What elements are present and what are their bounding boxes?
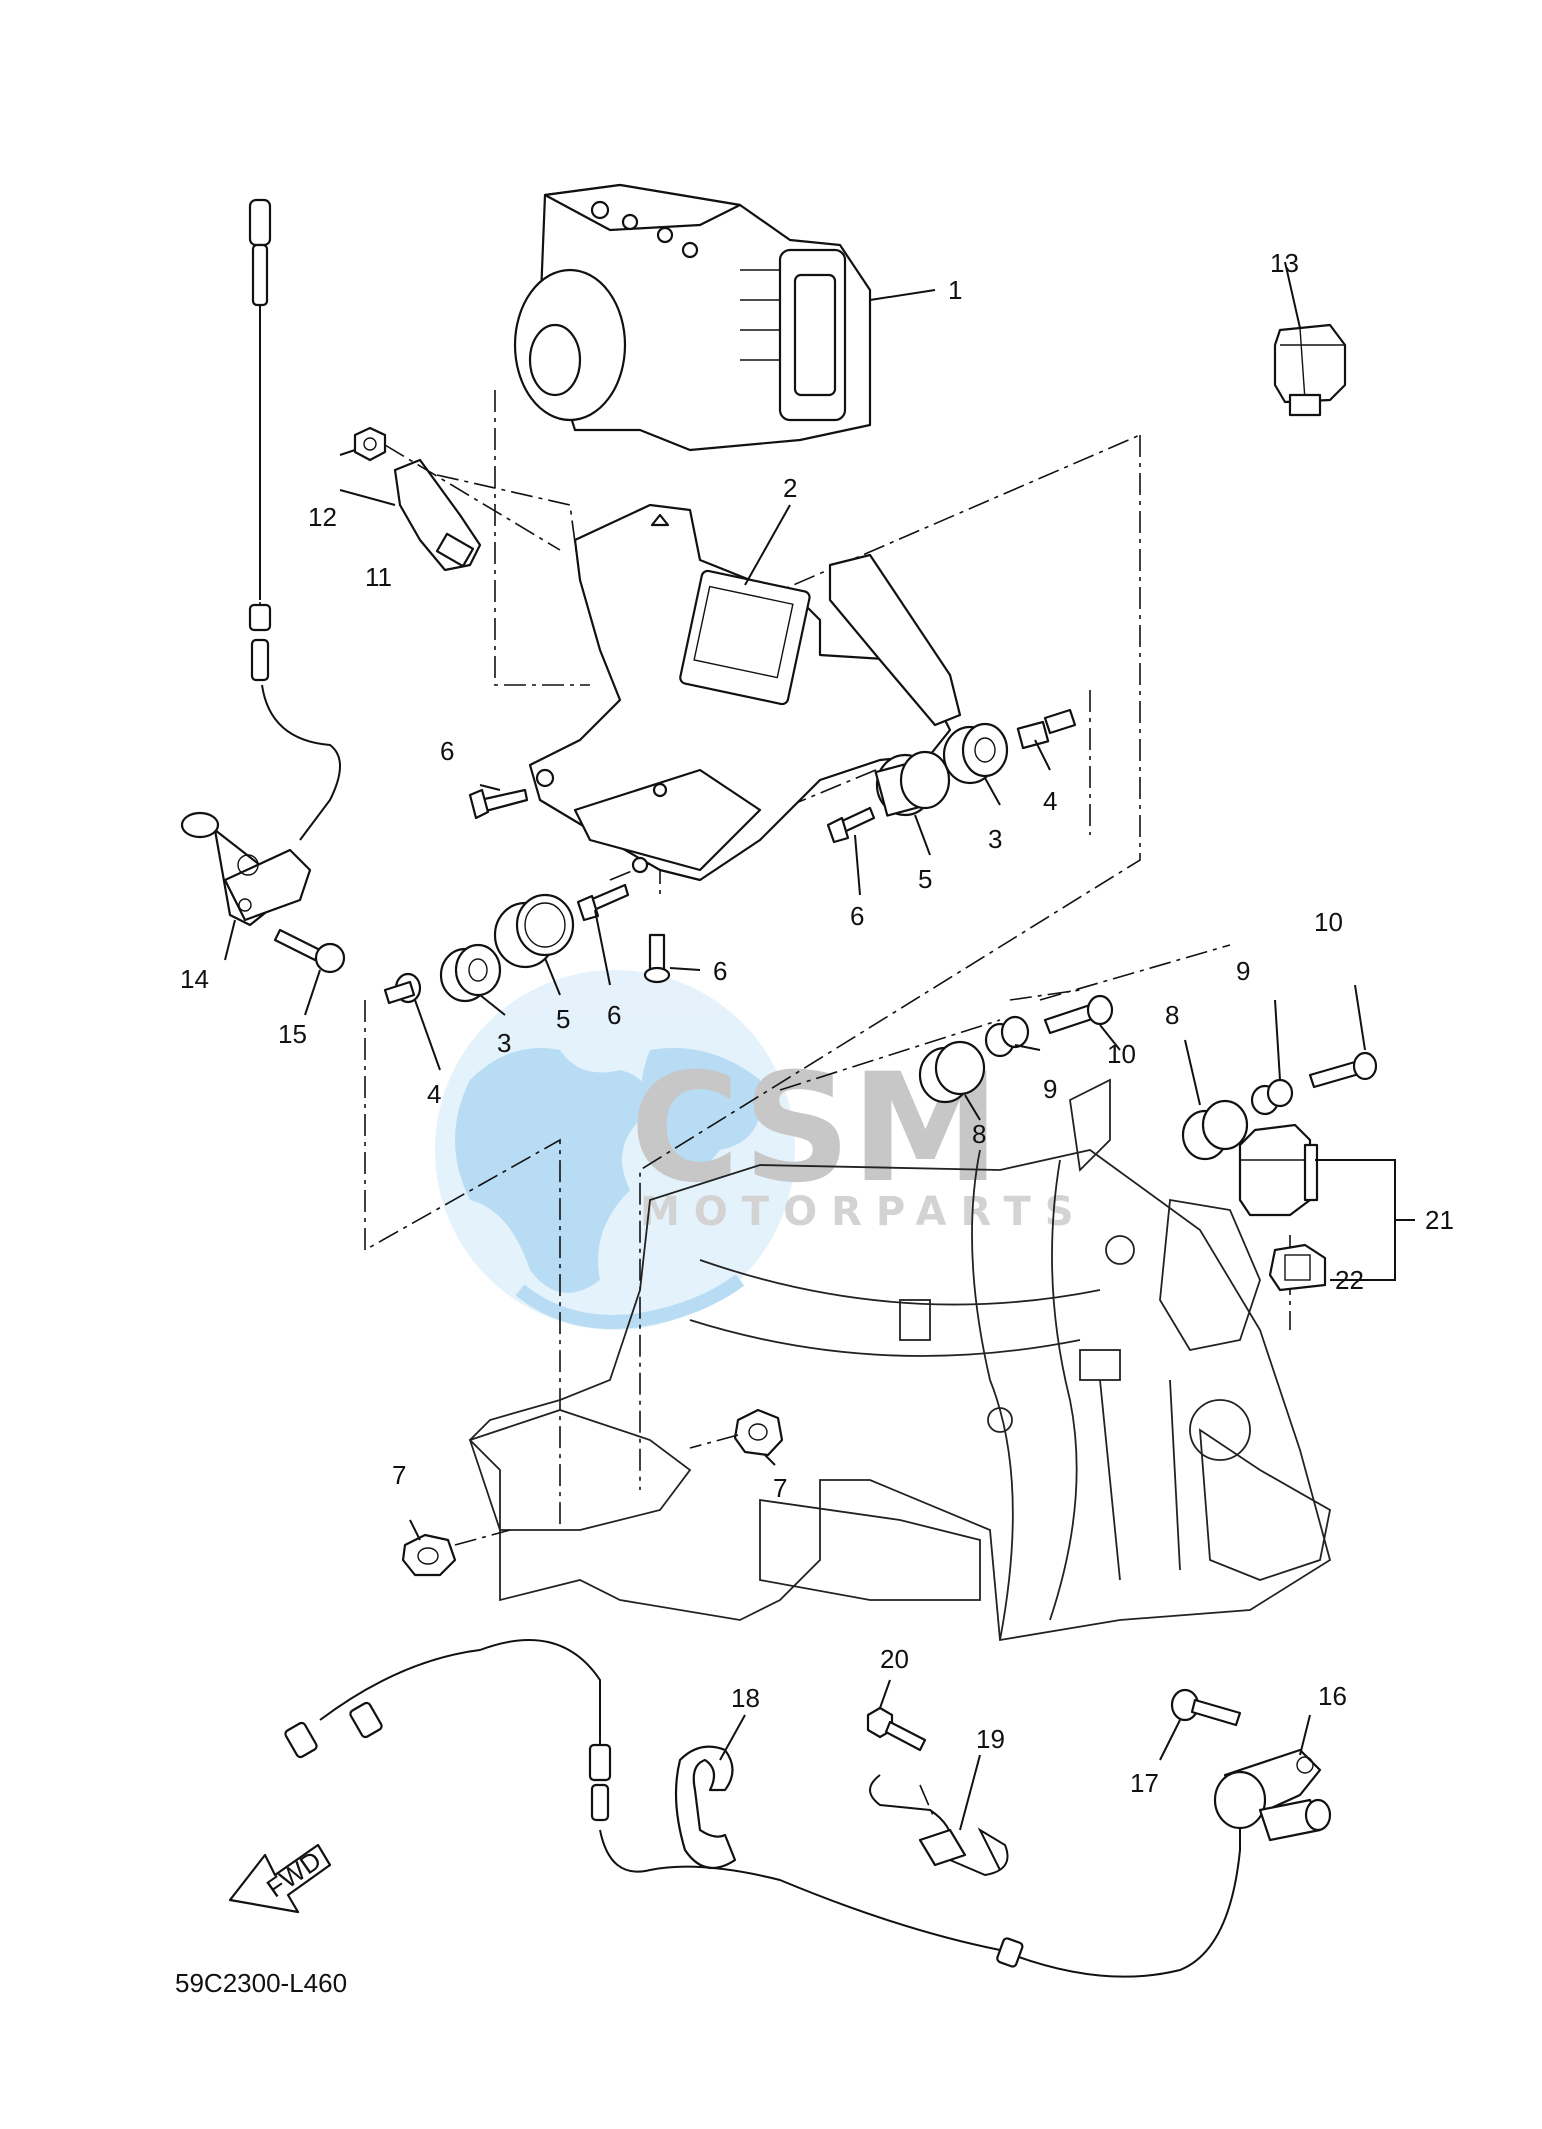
callout-3-lower: 3 [497,1028,511,1058]
callout-labels: 1 2 13 12 11 14 15 4 4 3 3 5 5 6 6 6 6 1… [180,248,1454,1798]
callout-6-left: 6 [440,736,454,766]
bolt-part-17 [1170,1688,1242,1727]
damper-part-8-a [918,1040,986,1104]
forward-direction-arrow: FWD [228,1843,332,1914]
bolt-part-4-upper [1016,708,1077,750]
damper-part-8-b [1181,1099,1249,1161]
watermark-sub: MOTORPARTS [640,1189,1088,1235]
damper-part-3-lower [439,943,502,1003]
callout-1: 1 [948,275,962,305]
callout-19: 19 [976,1724,1005,1754]
callout-17: 17 [1130,1768,1159,1798]
sensor-bracket-part-11 [393,458,482,572]
callout-4-upper: 4 [1043,786,1057,816]
callout-12: 12 [308,502,337,532]
callout-15: 15 [278,1019,307,1049]
callout-2: 2 [783,473,797,503]
bolt-part-6-b [826,806,876,844]
collar-part-9-a [984,1015,1030,1058]
callout-13: 13 [1270,248,1299,278]
callout-7-right: 7 [773,1473,787,1503]
callout-6-bottom: 6 [713,956,727,986]
bracket-21-22 [1315,1159,1396,1281]
relay-holder-part-22 [1268,1243,1327,1292]
callout-10-b: 10 [1314,907,1343,937]
rear-wheel-sensor-cable [284,1639,1241,1978]
diagram-code: 59C2300-L460 [175,1968,347,1998]
bolt-part-6-a [468,788,529,820]
abs-hydraulic-unit [513,183,872,452]
relay-part-21 [1238,1123,1319,1217]
watermark: CSM MOTORPARTS [435,970,1088,1330]
callout-21: 21 [1425,1205,1454,1235]
bolt-part-10-b [1308,1051,1378,1089]
flange-nut-part-12 [353,426,561,551]
callout-16: 16 [1318,1681,1347,1711]
bolt-part-6-c [576,883,630,922]
callout-20: 20 [880,1644,909,1674]
leader-lines [224,261,1415,1831]
nut-part-7-a [401,1529,511,1577]
rear-sensor-part-16 [1213,1748,1332,1842]
bolt-part-20 [866,1706,927,1752]
abs-bracket [528,503,962,882]
callout-10-a: 10 [1107,1039,1136,1069]
callout-5-lower: 5 [556,1004,570,1034]
front-wheel-sensor-part-14 [180,198,341,927]
callout-3-upper: 3 [988,824,1002,854]
callout-5-upper: 5 [918,864,932,894]
nut-part-7-b [689,1408,784,1457]
callout-9-a: 9 [1043,1074,1057,1104]
callout-8-a: 8 [972,1119,986,1149]
callout-11: 11 [365,562,392,592]
damper-part-3-upper [942,722,1009,785]
vehicle-frame [468,1078,1332,1642]
callout-22: 22 [1335,1265,1364,1295]
callout-18: 18 [731,1683,760,1713]
damper-part-5-upper [874,750,951,817]
callout-14: 14 [180,964,209,994]
callout-7-left: 7 [392,1460,406,1490]
clamp-part-18 [674,1745,737,1870]
damper-part-5-lower [493,893,575,969]
callout-4-lower: 4 [427,1079,441,1109]
bolt-part-10-a [1043,994,1114,1035]
callout-8-b: 8 [1165,1000,1179,1030]
collar-part-9-b [1250,1078,1294,1116]
bolt-part-15 [273,928,346,974]
bolt-part-6-d [643,933,671,984]
wire-clip-part-19 [869,1774,1009,1877]
callout-6-mid: 6 [607,1000,621,1030]
callout-6-right: 6 [850,901,864,931]
bolt-part-4-lower [383,972,422,1005]
relay-part-13 [1273,323,1347,417]
callout-9-b: 9 [1236,956,1250,986]
